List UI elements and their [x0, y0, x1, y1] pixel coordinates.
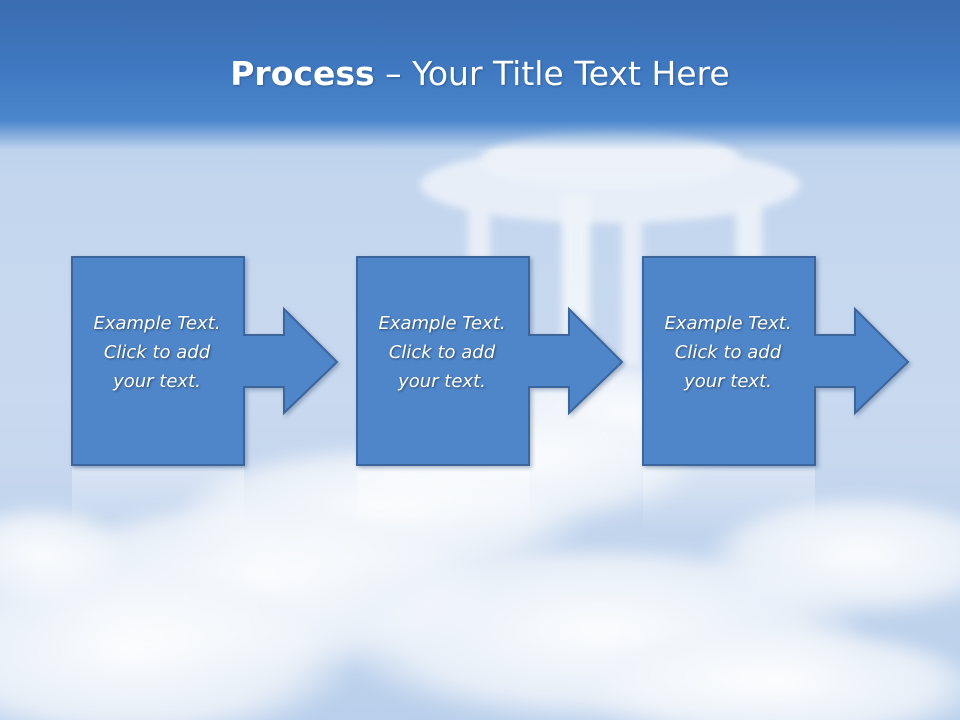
title-band	[0, 0, 960, 150]
process-step-3-text[interactable]: Example Text. Click to add your text.	[664, 313, 792, 392]
process-step-1-reflection	[72, 468, 244, 533]
process-step-1-shape[interactable]	[71, 256, 339, 466]
process-step-2-reflection	[357, 468, 529, 533]
process-step-1-text[interactable]: Example Text. Click to add your text.	[93, 313, 221, 392]
process-step-3-shape[interactable]	[642, 256, 910, 466]
title-regular-part: – Your Title Text Here	[374, 54, 730, 93]
process-step-2-shape[interactable]	[356, 256, 624, 466]
slide-title[interactable]: Process – Your Title Text Here	[0, 52, 960, 96]
title-bold-part: Process	[230, 54, 375, 93]
process-step-3-reflection	[643, 468, 815, 533]
process-step-2-text[interactable]: Example Text. Click to add your text.	[378, 313, 506, 392]
step-reflections	[72, 468, 815, 533]
